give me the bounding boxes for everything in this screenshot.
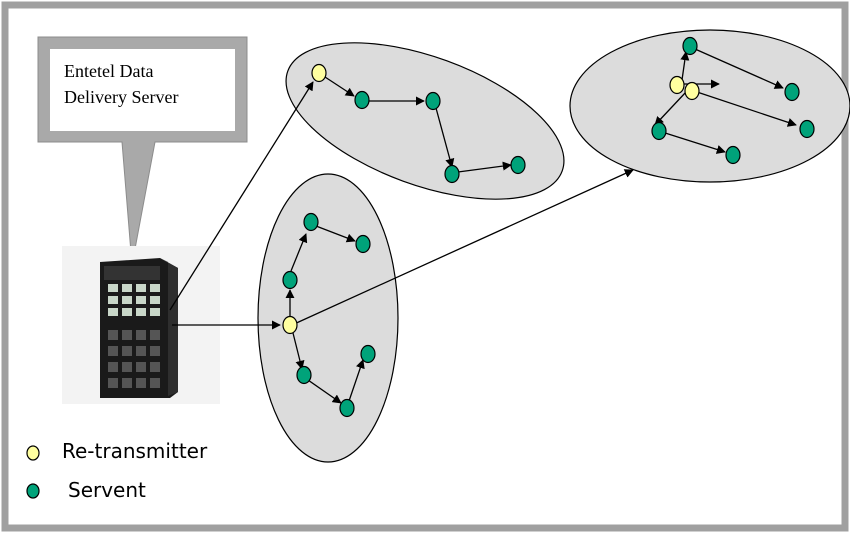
servent-node: [651, 121, 667, 141]
callout-line-2: Delivery Server: [64, 87, 179, 107]
servent-node: [425, 91, 441, 111]
servent-node: [725, 145, 741, 165]
servent-node: [360, 344, 376, 364]
servent-node: [784, 82, 800, 102]
servent-node: [799, 119, 815, 139]
retransmitter-node: [282, 315, 298, 335]
servent-node: [296, 365, 312, 385]
retransmitter-node: [684, 81, 700, 101]
servent-node: [354, 90, 370, 110]
callout-line-1: Entetel Data: [64, 61, 154, 81]
edges: [169, 48, 797, 404]
servent-node: [510, 155, 526, 175]
legend-servent-label: Servent: [68, 478, 146, 502]
callout-box: [37, 36, 248, 266]
legend-retransmitter-marker: [26, 445, 40, 461]
servent-nodes: [282, 36, 815, 418]
servent-node: [303, 212, 319, 232]
servent-node: [339, 398, 355, 418]
edge-server-to-top-cluster: [169, 81, 314, 311]
servent-node: [682, 36, 698, 56]
servent-node: [444, 164, 460, 184]
legend-retransmitter-label: Re-transmitter: [62, 439, 208, 463]
edge-left-to-right-cluster: [291, 169, 634, 326]
retransmitter-node: [669, 75, 685, 95]
cluster-top-middle: [285, 42, 565, 200]
cluster-top-right: [569, 29, 850, 183]
cluster-left: [257, 173, 399, 463]
retransmitter-node: [311, 63, 327, 83]
retransmitter-nodes: [282, 63, 700, 335]
servent-node: [282, 270, 298, 290]
server-tower-icon: [62, 246, 220, 404]
legend-servent-marker: [26, 483, 40, 499]
servent-node: [355, 234, 371, 254]
